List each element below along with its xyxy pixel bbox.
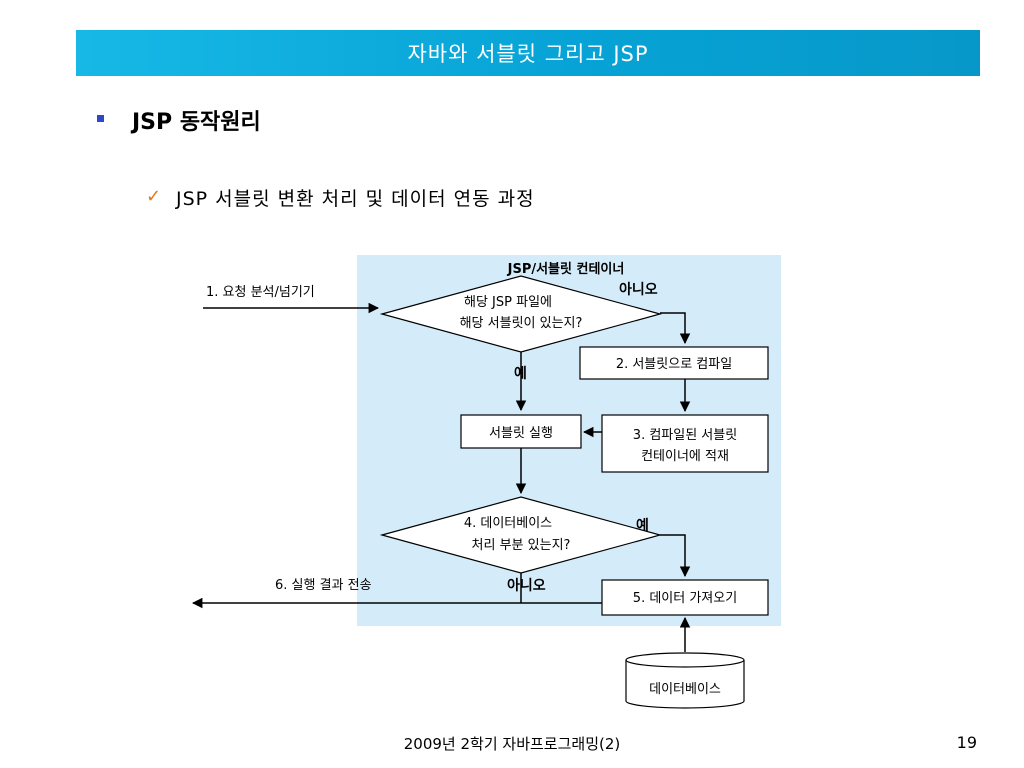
step3-box — [601, 414, 769, 473]
database-label: 데이터베이스 — [649, 682, 721, 697]
servlet-run-text: 서블릿 실행 — [489, 425, 553, 441]
step6-label: 6. 실행 결과 전송 — [275, 577, 372, 593]
decision-1-line1: 해당 JSP 파일에 — [464, 295, 552, 310]
step2-box — [579, 346, 769, 380]
step3-line2: 컨테이너에 적재 — [641, 449, 729, 464]
yes-label-2: 예 — [636, 518, 649, 534]
slide-title-bar: 자바와 서블릿 그리고 JSP — [76, 30, 980, 76]
step2-text: 2. 서블릿으로 컴파일 — [616, 357, 732, 372]
footer-text: 2009년 2학기 자바프로그래밍(2) — [403, 735, 621, 753]
step3-line1: 3. 컴파일된 서블릿 — [633, 428, 737, 443]
bullet-square-icon — [97, 115, 104, 122]
section-heading: JSP 동작원리 — [132, 110, 261, 135]
decision-1-diamond — [379, 275, 663, 353]
slide-title: 자바와 서블릿 그리고 JSP — [407, 42, 649, 66]
sub-heading: JSP 서블릿 변환 처리 및 데이터 연동 과정 — [176, 188, 535, 210]
page-number: 19 — [956, 733, 977, 752]
no-arrow-1 — [660, 312, 691, 345]
step5-box — [601, 579, 769, 616]
no-label-2: 아니오 — [507, 577, 546, 594]
yes-label-1: 예 — [514, 366, 527, 382]
container-label: JSP/서블릿 컨테이너 — [507, 261, 625, 277]
yes-arrow-2 — [660, 534, 691, 578]
decision-1-line2: 해당 서블릿이 있는지? — [460, 316, 583, 331]
step5-text: 5. 데이터 가져오기 — [633, 591, 737, 606]
no-label-1: 아니오 — [619, 281, 658, 298]
step1-label: 1. 요청 분석/넘기기 — [206, 285, 315, 300]
decision-2-line2: 처리 부분 있는지? — [472, 538, 571, 553]
database-cylinder-icon — [625, 652, 745, 709]
checkmark-icon: ✓ — [146, 186, 162, 207]
servlet-run-box — [460, 414, 582, 449]
decision-2-line1: 4. 데이터베이스 — [464, 516, 552, 531]
